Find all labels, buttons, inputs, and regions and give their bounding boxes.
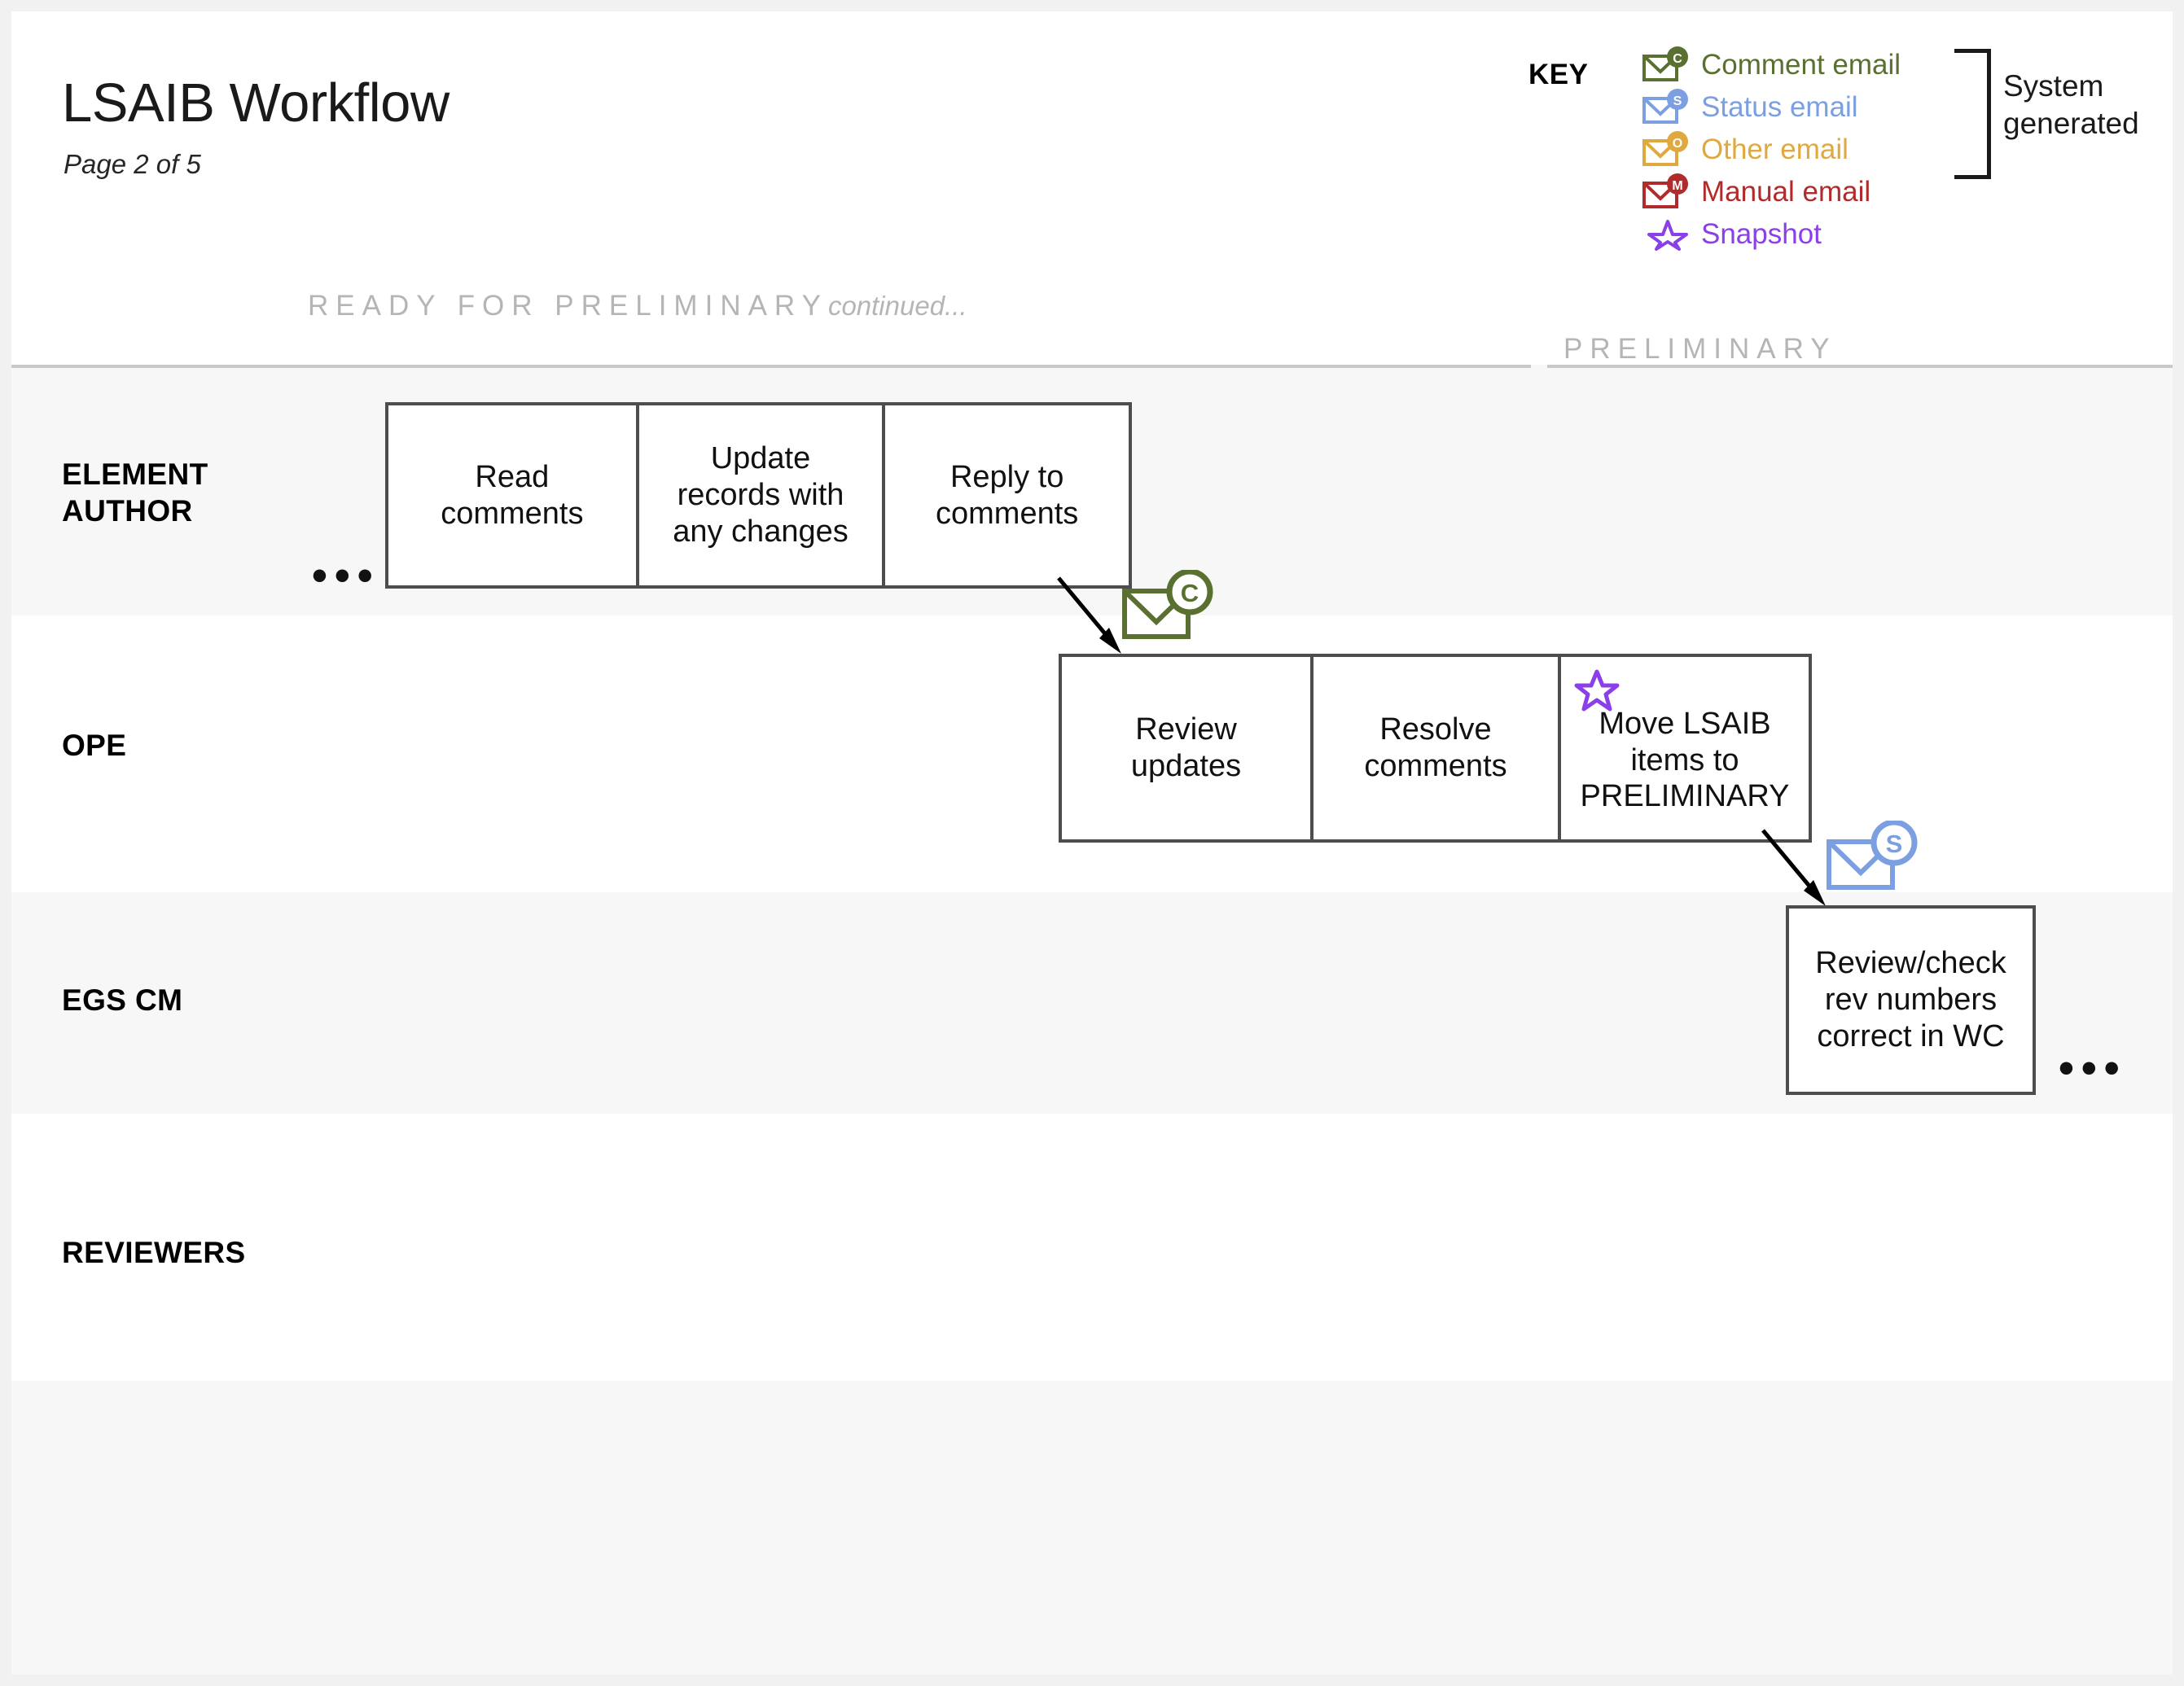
- legend-label: Comment email: [1701, 48, 1901, 81]
- ope-step-group: Review updates Resolve comments Move LSA…: [1059, 654, 1812, 843]
- element-author-leading-ellipsis: •••: [312, 551, 380, 600]
- lane-band-footer: [11, 1381, 2173, 1675]
- other-email-icon: O: [1642, 131, 1693, 167]
- phase-name: READY FOR PRELIMINARY: [308, 290, 828, 322]
- comment-email-flow-icon: C: [1120, 568, 1217, 647]
- phase-header-ready-for-preliminary: READY FOR PRELIMINARYcontinued...: [308, 289, 1529, 324]
- status-email-icon: S: [1642, 89, 1693, 125]
- system-generated-note: System generated: [2003, 69, 2139, 141]
- process-box-review-updates[interactable]: Review updates: [1062, 657, 1310, 839]
- legend-item-snapshot: Snapshot: [1642, 212, 1901, 255]
- process-box-resolve-comments[interactable]: Resolve comments: [1310, 657, 1558, 839]
- svg-text:S: S: [1673, 94, 1682, 108]
- svg-text:S: S: [1886, 830, 1903, 858]
- legend: C Comment email S Status email: [1642, 43, 1901, 255]
- system-generated-bracket: [1954, 49, 1991, 179]
- page-title: LSAIB Workflow: [62, 72, 450, 134]
- lane-label-egs-cm: EGS CM: [62, 983, 183, 1017]
- status-email-flow-icon: S: [1824, 819, 1922, 898]
- process-box-update-records[interactable]: Update records with any changes: [635, 405, 883, 585]
- svg-text:C: C: [1181, 579, 1199, 607]
- snapshot-star-icon: [1574, 668, 1620, 716]
- legend-label: Other email: [1701, 133, 1849, 165]
- process-box-label: Move LSAIB items to PRELIMINARY: [1580, 706, 1790, 814]
- arrow-move-lsaib-to-review-check: [1761, 829, 1826, 906]
- snapshot-star-icon: [1642, 216, 1693, 252]
- legend-item-status-email: S Status email: [1642, 85, 1901, 128]
- phase-name: PRELIMINARY: [1563, 333, 1837, 365]
- process-box-review-check-rev-numbers[interactable]: Review/check rev numbers correct in WC: [1789, 909, 2033, 1092]
- process-box-label: Update records with any changes: [673, 441, 849, 549]
- egs-cm-trailing-ellipsis: •••: [2059, 1044, 2127, 1093]
- phase-continued: continued...: [827, 291, 967, 321]
- legend-item-other-email: O Other email: [1642, 128, 1901, 170]
- process-box-move-lsaib-items[interactable]: Move LSAIB items to PRELIMINARY: [1558, 657, 1809, 839]
- process-box-label: Reply to comments: [936, 459, 1079, 531]
- phase-header-preliminary: PRELIMINARY: [1563, 332, 2166, 367]
- key-label: KEY: [1528, 59, 1589, 90]
- lane-band-reviewers: [11, 1114, 2173, 1381]
- process-box-read-comments[interactable]: Read comments: [388, 405, 636, 585]
- element-author-step-group: Read comments Update records with any ch…: [385, 402, 1132, 589]
- phase-rule-ready-for-preliminary: [0, 365, 1531, 368]
- process-box-label: Resolve comments: [1364, 712, 1507, 783]
- process-box-label: Read comments: [441, 459, 584, 531]
- svg-text:O: O: [1673, 137, 1682, 151]
- manual-email-icon: M: [1642, 173, 1693, 209]
- page-subtitle: Page 2 of 5: [64, 149, 201, 179]
- lane-label-ope: OPE: [62, 729, 127, 762]
- comment-email-icon: C: [1642, 46, 1693, 82]
- egs-cm-step-group: Review/check rev numbers correct in WC: [1786, 905, 2036, 1095]
- legend-label: Status email: [1701, 90, 1858, 123]
- legend-label: Snapshot: [1701, 217, 1822, 250]
- lane-label-reviewers: REVIEWERS: [62, 1236, 246, 1269]
- arrow-reply-to-review-updates: [1057, 576, 1121, 654]
- svg-text:M: M: [1672, 179, 1682, 193]
- svg-text:C: C: [1673, 52, 1682, 66]
- process-box-reply-to-comments[interactable]: Reply to comments: [882, 405, 1129, 585]
- legend-label: Manual email: [1701, 175, 1871, 208]
- phase-rule-preliminary: [1547, 365, 2184, 368]
- lane-label-element-author: ELEMENT AUTHOR: [62, 458, 208, 528]
- process-box-label: Review/check rev numbers correct in WC: [1815, 946, 2006, 1053]
- legend-item-comment-email: C Comment email: [1642, 43, 1901, 85]
- legend-item-manual-email: M Manual email: [1642, 170, 1901, 212]
- process-box-label: Review updates: [1130, 712, 1242, 783]
